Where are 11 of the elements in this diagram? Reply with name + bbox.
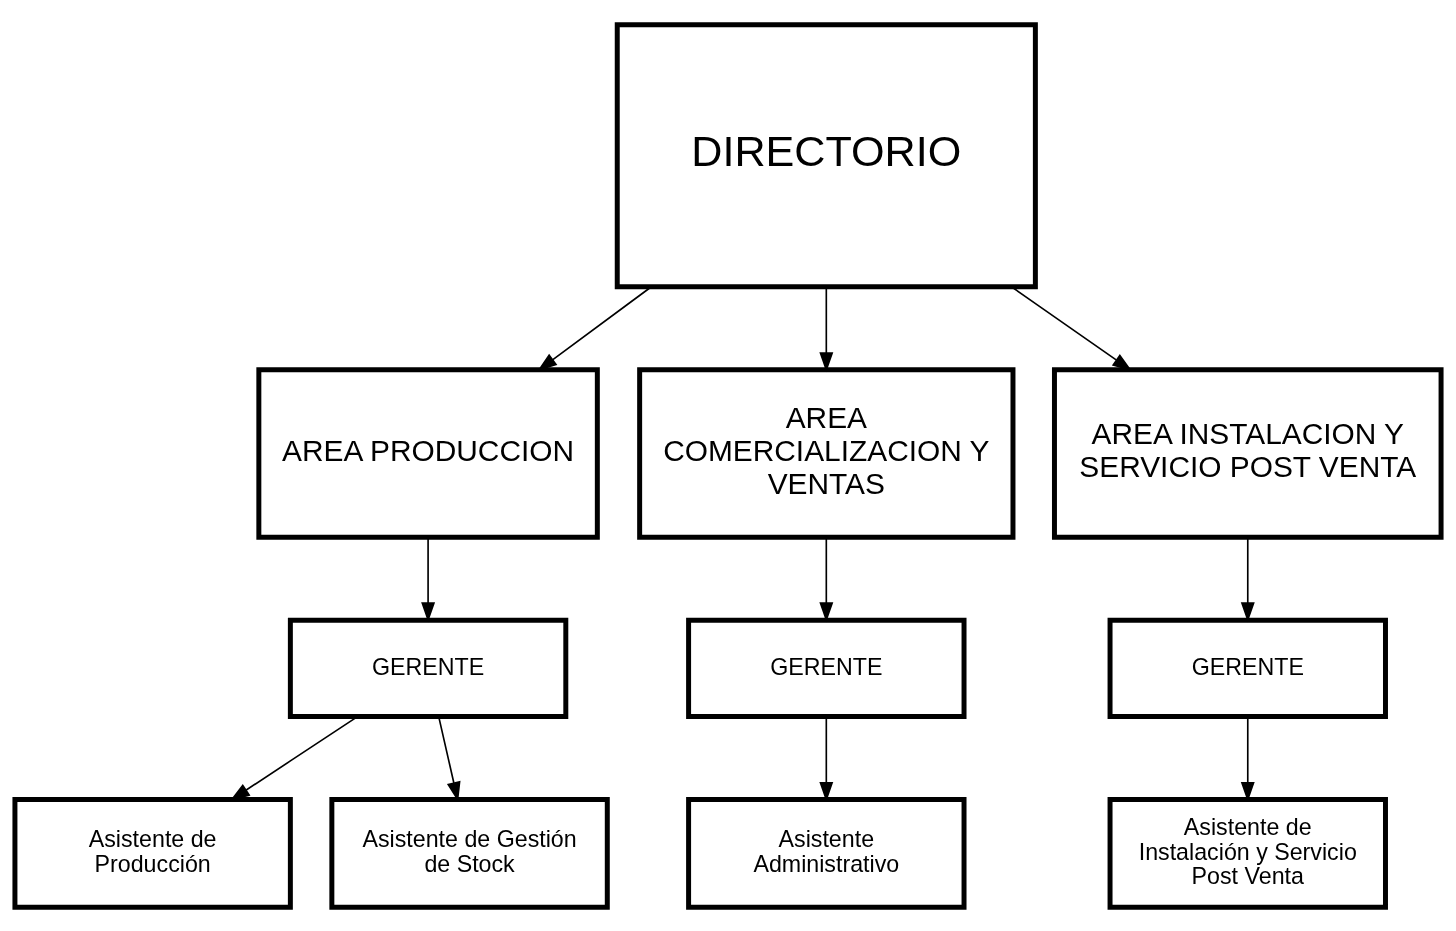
node-box: Asistente de Producción: [12, 796, 293, 910]
node-box: GERENTE: [686, 617, 967, 719]
node-box: DIRECTORIO: [614, 21, 1038, 289]
node-box: Asistente de Instalación y Servicio Post Venta: [1107, 796, 1388, 910]
node-box: GERENTE: [1107, 617, 1388, 719]
node-box: AREA INSTALACION Y SERVICIO POST VENTA: [1051, 366, 1444, 540]
node-box: GERENTE: [287, 617, 569, 719]
node-box: Asistente Administrativo: [686, 796, 967, 910]
node-box: AREA COMERCIALIZACION Y VENTAS: [637, 366, 1016, 540]
node-box: Asistente de Gestión de Stock: [329, 796, 610, 910]
node-box: AREA PRODUCCION: [256, 366, 600, 540]
